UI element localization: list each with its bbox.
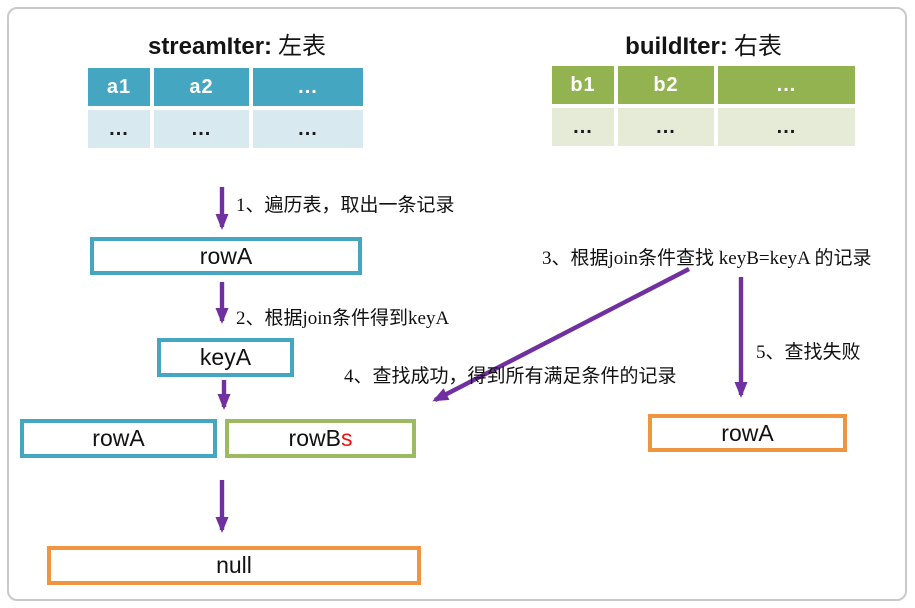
rowa-top-box: rowA bbox=[90, 237, 362, 275]
right-table-title: buildIter: 右表 bbox=[552, 26, 855, 61]
build-header-cell: ... bbox=[718, 66, 855, 104]
right-table-title-zh: 右表 bbox=[727, 34, 782, 60]
keya-box: keyA bbox=[157, 338, 294, 377]
step4-label: 4、查找成功，得到所有满足条件的记录 bbox=[344, 366, 677, 387]
null-box: null bbox=[47, 546, 421, 585]
rowbs-label: rowB bbox=[288, 425, 341, 451]
stream-header-cell: a2 bbox=[154, 68, 249, 106]
build-body-cell: ... bbox=[718, 108, 855, 146]
stream-header-cell: a1 bbox=[88, 68, 150, 106]
stream-body-cell: ... bbox=[154, 110, 249, 148]
build-table: b1 b2 ... ... ... ... bbox=[552, 66, 855, 146]
left-table-title-en: streamIter: bbox=[147, 33, 273, 60]
step2-label: 2、根据join条件得到keyA bbox=[236, 308, 450, 329]
step3-label: 3、根据join条件查找 keyB=keyA 的记录 bbox=[542, 248, 872, 269]
stream-table: a1 a2 ... ... ... ... bbox=[88, 68, 363, 148]
build-body-cell: ... bbox=[552, 108, 614, 146]
build-body-cell: ... bbox=[618, 108, 714, 146]
rowbs-suffix: s bbox=[340, 425, 353, 451]
build-header-cell: b1 bbox=[552, 66, 614, 104]
left-table-title-zh: 左表 bbox=[272, 34, 327, 60]
step1-label: 1、遍历表，取出一条记录 bbox=[236, 195, 455, 216]
left-table-title: streamIter: 左表 bbox=[92, 26, 382, 61]
step5-label: 5、查找失败 bbox=[756, 342, 861, 363]
rowa-right-box: rowA bbox=[648, 414, 847, 452]
rowa-pair-box: rowA bbox=[20, 419, 217, 458]
stream-body-cell: ... bbox=[253, 110, 363, 148]
right-table-title-en: buildIter: bbox=[625, 33, 728, 60]
build-header-cell: b2 bbox=[618, 66, 714, 104]
stream-body-cell: ... bbox=[88, 110, 150, 148]
stream-header-cell: ... bbox=[253, 68, 363, 106]
